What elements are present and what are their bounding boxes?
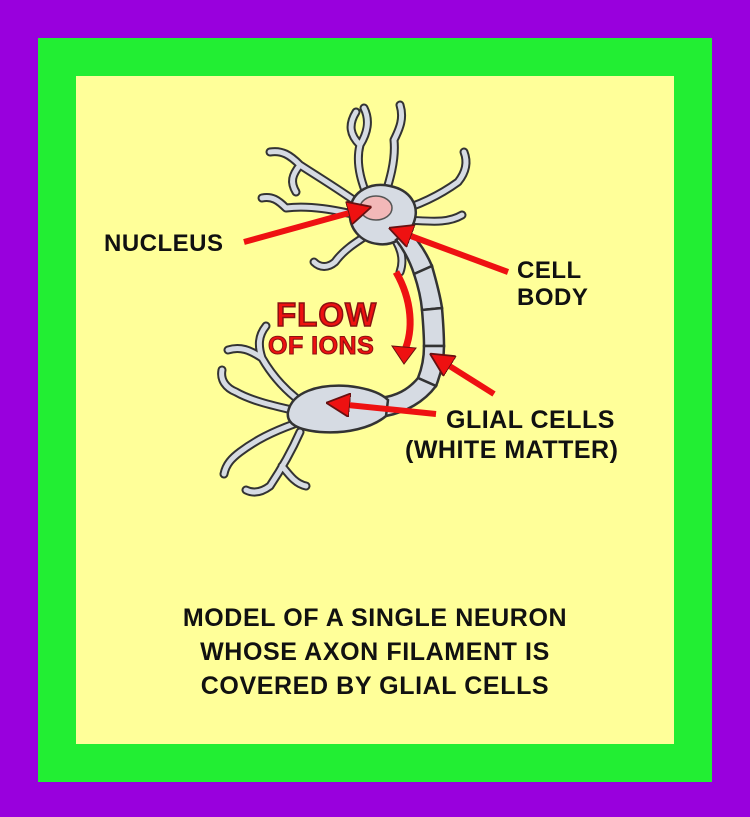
lower-dendrites	[217, 321, 311, 497]
arrow-glial-body	[338, 404, 437, 414]
arrow-cell-body	[400, 232, 510, 275]
nucleus-shape	[359, 195, 393, 221]
flow-label: FLOW	[275, 295, 378, 334]
nucleus-label: NUCLEUS	[104, 230, 224, 257]
axon-glial-segments	[378, 228, 446, 418]
pointer-arrows	[243, 210, 510, 414]
arrow-nucleus	[243, 210, 360, 245]
of-ions-label: OF IONS	[267, 332, 375, 361]
cell-body-label-line1: CELL	[517, 257, 582, 284]
cell-body-label-line2: BODY	[517, 284, 589, 311]
glial-cells-label: GLIAL CELLS	[446, 406, 615, 434]
diagram-caption: MODEL OF A SINGLE NEURON WHOSE AXON FILA…	[76, 601, 674, 703]
caption-line1: MODEL OF A SINGLE NEURON	[182, 604, 568, 632]
caption-line2: WHOSE AXON FILAMENT IS	[200, 638, 550, 666]
arrow-glial-axon	[440, 360, 496, 397]
flow-arrow	[391, 270, 417, 365]
white-matter-label: (WHITE MATTER)	[405, 436, 619, 464]
caption-line3: COVERED BY GLIAL CELLS	[200, 672, 550, 700]
